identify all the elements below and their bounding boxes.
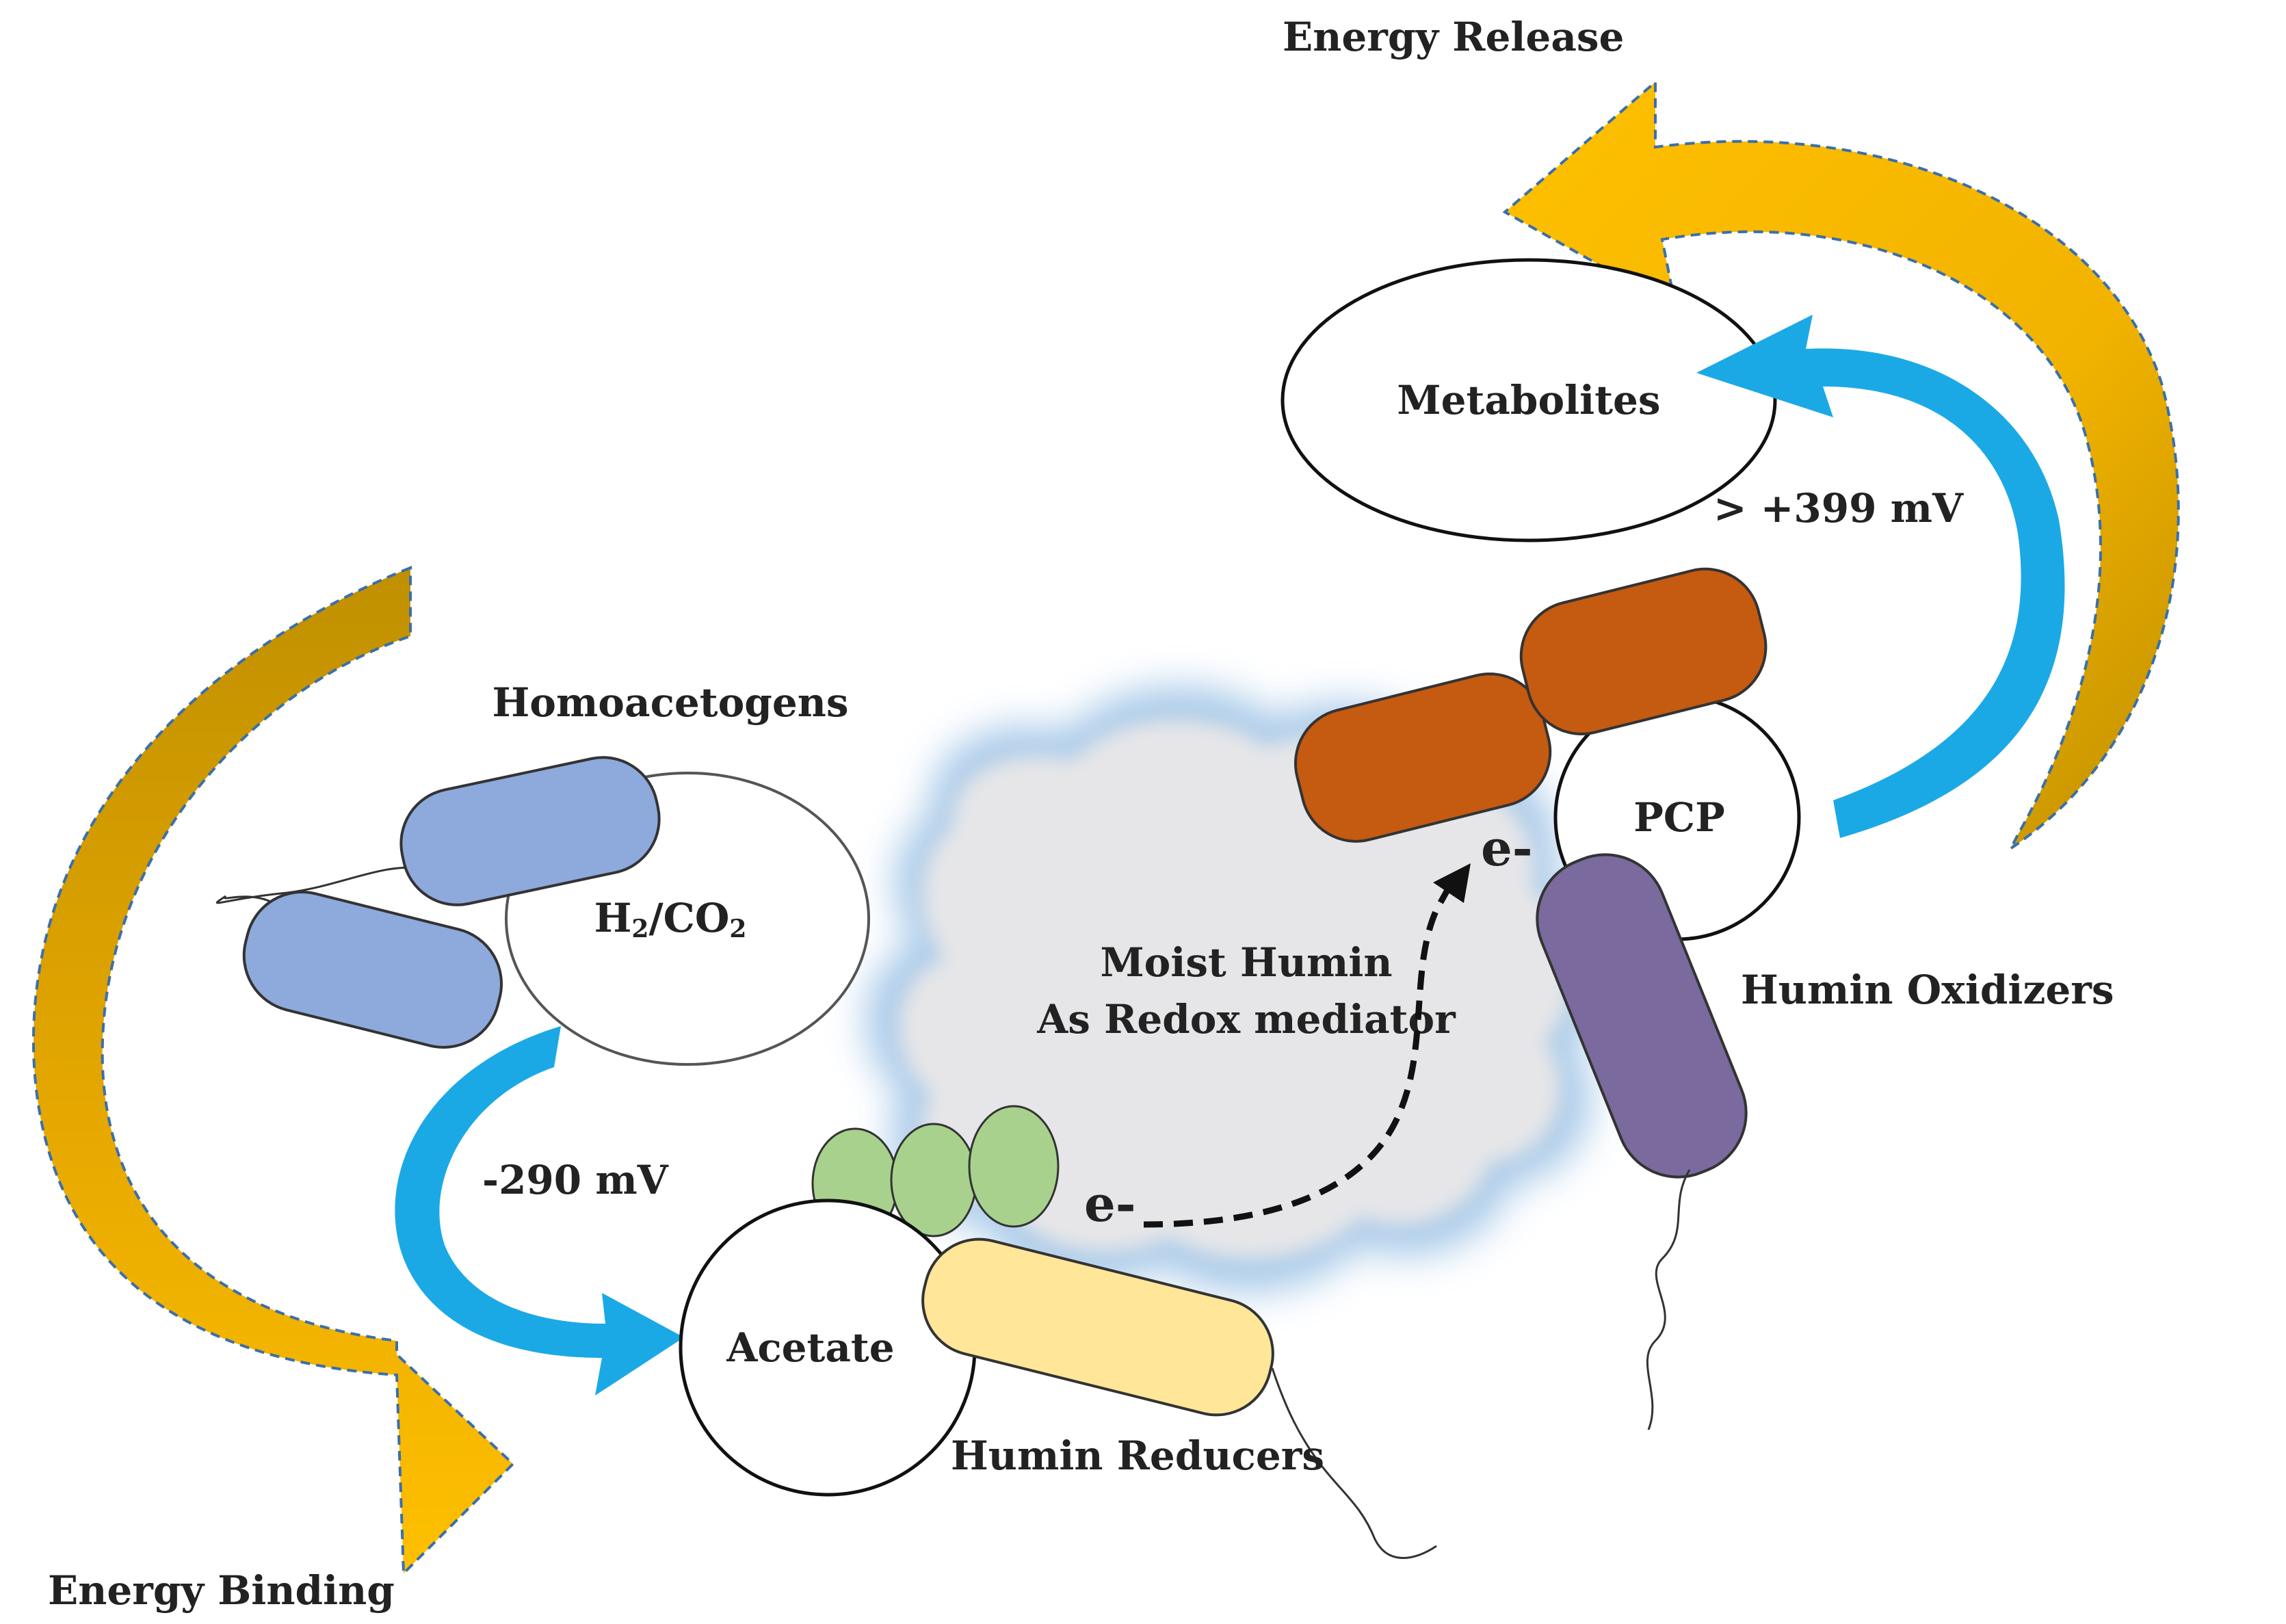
energy-binding-arrow	[31, 566, 515, 1577]
acetate-label: Acetate	[726, 1324, 894, 1371]
oxidizer-orange-cell-1	[1294, 672, 1552, 843]
oxidizer-flagellum	[1646, 1169, 1691, 1430]
homoacetogens-label: Homoacetogens	[492, 679, 848, 726]
electron-right-label: e-	[1481, 819, 1533, 877]
electron-path-head	[1433, 863, 1471, 903]
granule-2	[890, 1123, 977, 1237]
humin-reducers-label: Humin Reducers	[951, 1432, 1324, 1479]
energy-binding-label: Energy Binding	[48, 1567, 395, 1614]
oxidizer-orange-cell-2	[1519, 567, 1768, 735]
humin-reducers-group: Acetate Humin Reducers	[679, 1105, 1437, 1559]
energy-release-arrow	[1502, 79, 2180, 852]
humin-oxidizers-label: Humin Oxidizers	[1741, 967, 2114, 1013]
reducer-flagellum	[1271, 1367, 1437, 1559]
electron-left-label: e-	[1084, 1175, 1136, 1233]
pcp-label: PCP	[1633, 794, 1724, 841]
potential-high-label: > +399 mV	[1713, 485, 1964, 532]
h2co2-label: H2/CO2	[594, 895, 747, 943]
homoacetogens-group: Homoacetogens H2/CO2	[215, 679, 870, 1066]
potential-low-label: -290 mV	[482, 1157, 669, 1203]
oxidation-flow-arrow	[1696, 315, 2065, 838]
metabolites-node: Metabolites	[1280, 258, 1777, 542]
humin-label-line2: As Redox mediator	[1036, 996, 1456, 1043]
homoacetogen-flagellum	[215, 866, 425, 904]
homoacetogen-cell-2	[242, 891, 503, 1049]
reducer-cell	[921, 1237, 1274, 1417]
acetogenesis-flow-arrow	[395, 1026, 684, 1396]
electron-transfer: e- e-	[1084, 819, 1533, 1233]
humin-oxidizers-group: PCP Humin Oxidizers	[1294, 567, 2114, 1430]
metabolites-label: Metabolites	[1397, 377, 1660, 423]
electron-path	[1143, 877, 1456, 1228]
oxidizer-purple-cell	[1536, 853, 1748, 1179]
humin-label-line1: Moist Humin	[1100, 939, 1392, 986]
energy-release-label: Energy Release	[1283, 14, 1624, 60]
homoacetogen-cell-1	[399, 756, 661, 906]
granule-3	[968, 1105, 1060, 1228]
